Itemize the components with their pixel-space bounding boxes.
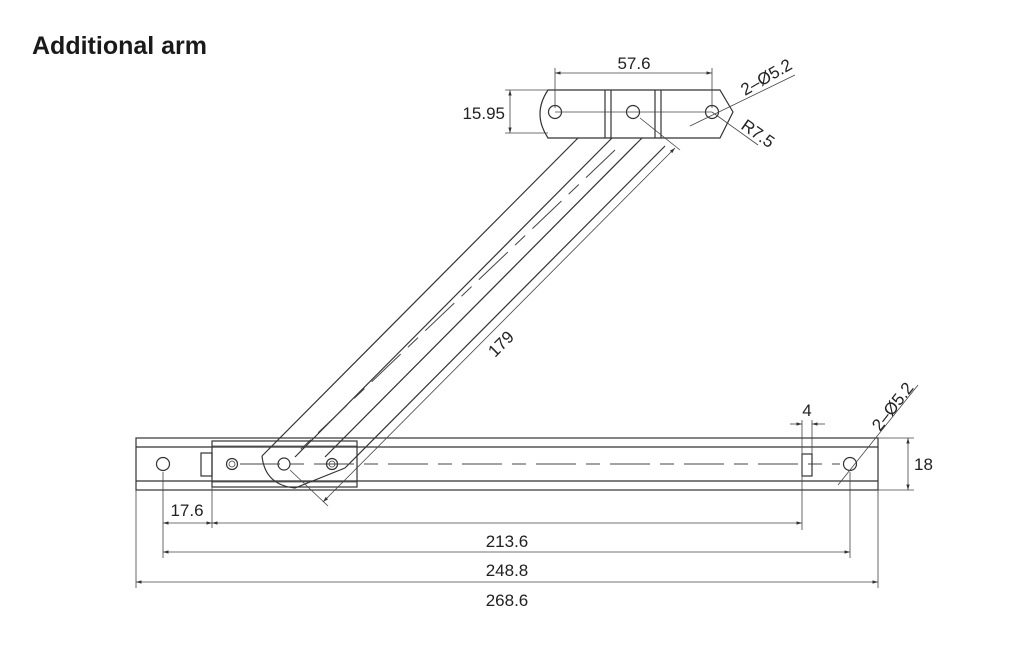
dim-268-6: 268.6 xyxy=(486,591,529,610)
arm-pivot-hole xyxy=(277,457,291,471)
dim-15-95: 15.95 xyxy=(462,104,505,123)
bracket-pivot-hole xyxy=(625,104,641,120)
dim-bracket-holes: 2–Ø5.2 xyxy=(738,55,796,99)
rail xyxy=(135,437,879,491)
dim-248-8: 248.8 xyxy=(486,561,529,580)
dim-rail-holes: 2–Ø5.2 xyxy=(868,379,917,435)
dim-17-6: 17.6 xyxy=(170,501,203,520)
dim-r7-5: R7.5 xyxy=(738,116,778,152)
dim-213-6: 213.6 xyxy=(486,532,529,551)
top-bracket xyxy=(539,89,734,139)
arm xyxy=(261,137,666,489)
rail-hole-left xyxy=(155,456,171,472)
dim-4: 4 xyxy=(802,401,811,420)
dim-179: 179 xyxy=(484,327,517,360)
dim-57-6: 57.6 xyxy=(617,54,650,73)
drawing-title: Additional arm xyxy=(32,32,208,60)
dim-18: 18 xyxy=(914,455,933,474)
dimensions: 57.6 15.95 2–Ø5.2 R7.5 179 4 2–Ø5.2 18 1… xyxy=(135,54,933,610)
